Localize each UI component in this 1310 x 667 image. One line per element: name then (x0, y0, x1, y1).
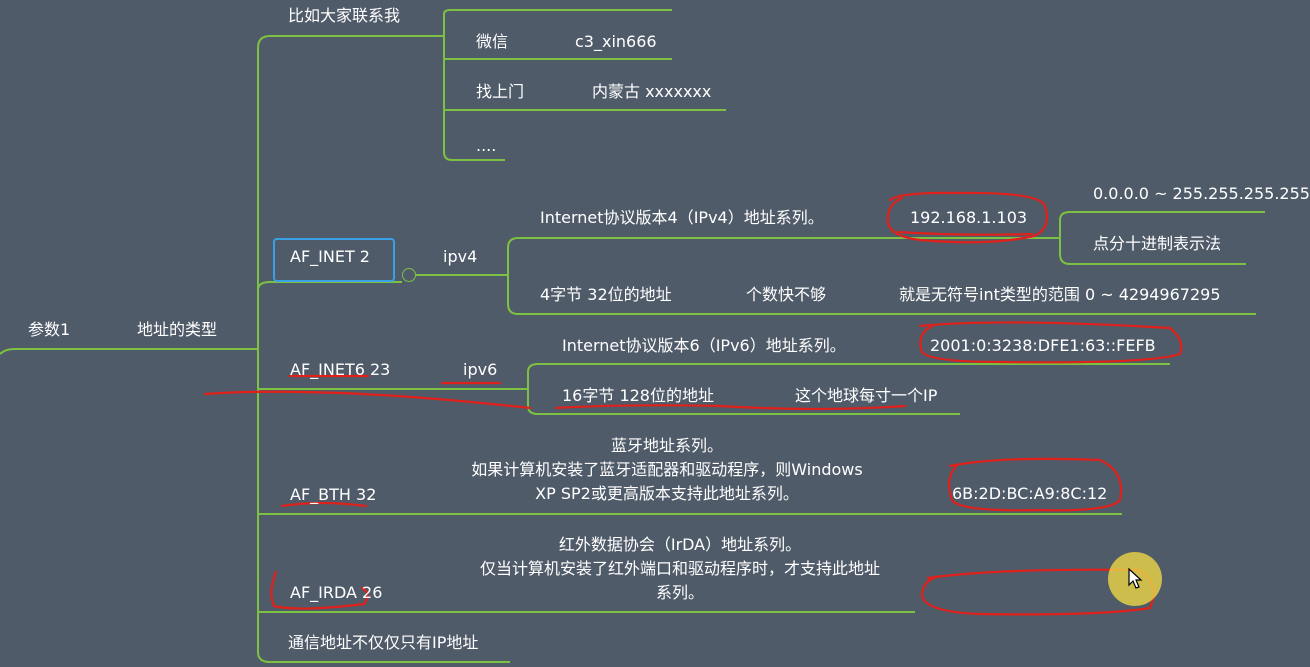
notation-line (1059, 238, 1246, 265)
strike-af-inet6 (203, 390, 532, 410)
contact-title[interactable]: 比如大家联系我 (288, 6, 401, 25)
dotted-decimal-note[interactable]: 点分十进制表示法 (1093, 234, 1222, 253)
contact-visit-value[interactable]: 内蒙古 xxxxxxx (592, 82, 712, 101)
mindmap-connectors (0, 9, 1265, 663)
trunk-upper (257, 35, 444, 349)
ipv4-branch-down (507, 275, 1256, 315)
contact-wechat-value[interactable]: c3_xin666 (575, 32, 657, 51)
root-param-label[interactable]: 参数1 (28, 320, 71, 339)
bth-description-line3[interactable]: XP SP2或更高版本支持此地址系列。 (535, 484, 799, 503)
ipv4-branch-up (507, 237, 888, 275)
ipv4-range[interactable]: 0.0.0.0 ~ 255.255.255.255 (1093, 184, 1310, 203)
ipv6-note[interactable]: 这个地球每寸一个IP (795, 386, 938, 405)
root-branch-line (0, 348, 258, 355)
irda-description-line1[interactable]: 红外数据协会（IrDA）地址系列。 (558, 535, 802, 554)
circle-irda-empty (920, 568, 1155, 616)
af-bth-node[interactable]: AF_BTH 32 (290, 485, 377, 504)
range-line (1059, 211, 1265, 238)
af-inet-node[interactable]: AF_INET 2 (290, 247, 370, 266)
irda-description-line3[interactable]: 系列。 (655, 583, 704, 602)
underline-ipv6-bytes (554, 404, 907, 411)
ipv6-bytes[interactable]: 16字节 128位的地址 (562, 386, 714, 405)
circle-ipv6-example (918, 321, 1183, 364)
underline-ipv4-example (896, 230, 1034, 236)
red-annotations (203, 191, 1183, 616)
circle-ipv4-example (886, 191, 1049, 244)
irda-description-line2[interactable]: 仅当计算机安装了红外端口和驱动程序时，才支持此地址 (479, 559, 880, 578)
mouse-cursor-icon (1128, 567, 1143, 589)
circle-af-irda (270, 570, 369, 610)
contact-trunk (443, 36, 505, 161)
af-inet-selected-box[interactable] (273, 238, 395, 282)
ipv4-bytes[interactable]: 4字节 32位的地址 (540, 285, 672, 304)
ipv6-branch-up (527, 363, 1170, 389)
footer-note[interactable]: 通信地址不仅仅只有IP地址 (288, 633, 479, 652)
circle-bth-example (947, 457, 1123, 512)
branch-lines (0, 9, 1265, 663)
contact-visit-label[interactable]: 找上门 (476, 82, 525, 101)
ipv4-uint-range[interactable]: 就是无符号int类型的范围 0 ~ 4294967295 (899, 285, 1221, 304)
ipv4-example[interactable]: 192.168.1.103 (910, 208, 1028, 227)
underline-af-bth (280, 501, 368, 508)
bth-example[interactable]: 6B:2D:BC:A9:8C:12 (952, 484, 1108, 503)
bth-description-line1[interactable]: 蓝牙地址系列。 (610, 436, 723, 455)
ipv6-example[interactable]: 2001:0:3238:DFE1:63::FEFB (930, 336, 1156, 355)
ipv6-node[interactable]: ipv6 (463, 360, 498, 379)
collapse-toggle-icon[interactable] (402, 268, 416, 282)
af-inet-underline (257, 281, 402, 291)
contact-more[interactable]: .... (476, 136, 497, 155)
ipv4-description[interactable]: Internet协议版本4（IPv4）地址系列。 (540, 208, 824, 227)
af-inet6-node[interactable]: AF_INET6 23 (290, 360, 391, 379)
ipv4-count-note[interactable]: 个数快不够 (746, 285, 827, 304)
bth-description-line2[interactable]: 如果计算机安装了蓝牙适配器和驱动程序，则Windows (471, 460, 863, 479)
ipv6-branch-down (527, 389, 960, 415)
ipv6-description[interactable]: Internet协议版本6（IPv6）地址系列。 (562, 336, 846, 355)
ipv4-node[interactable]: ipv4 (443, 247, 478, 266)
trunk-lower (257, 349, 510, 663)
contact-wechat-label[interactable]: 微信 (476, 32, 509, 51)
address-type-topic[interactable]: 地址的类型 (137, 320, 218, 339)
contact-branch-top (443, 9, 672, 36)
af-irda-node[interactable]: AF_IRDA 26 (290, 583, 383, 602)
